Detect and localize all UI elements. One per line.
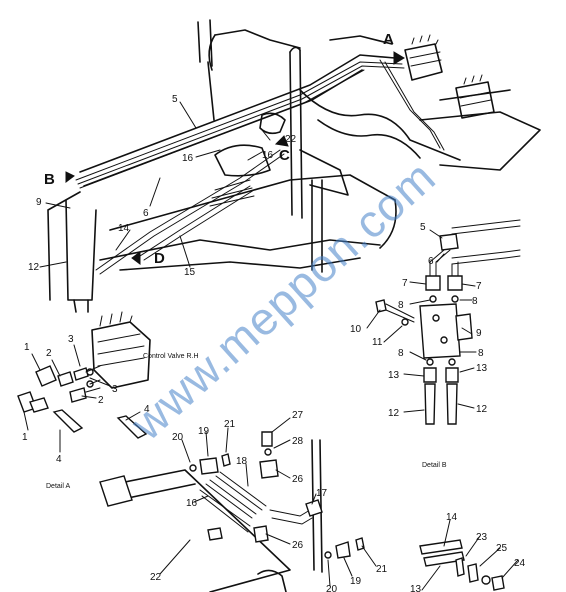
callout-b-10: 10 xyxy=(350,324,362,335)
callout-d-19a: 19 xyxy=(198,426,210,437)
callout-b-13a: 13 xyxy=(388,370,400,381)
callout-12: 12 xyxy=(28,262,40,273)
callout-5: 5 xyxy=(172,94,178,105)
lower-assembly xyxy=(99,417,519,592)
callout-b-8c: 8 xyxy=(398,348,404,359)
callout-d-14: 14 xyxy=(446,512,458,523)
callout-b-8a: 8 xyxy=(398,300,404,311)
callout-a-3b: 3 xyxy=(112,384,118,395)
callout-d-18: 18 xyxy=(236,456,248,467)
captions: Control Valve R.H Detail A Detail B xyxy=(46,353,447,490)
callout-a-3a: 3 xyxy=(68,334,74,345)
callout-a-2b: 2 xyxy=(98,395,104,406)
callout-a-1b: 1 xyxy=(22,432,28,443)
callout-16-b: 16 xyxy=(262,150,274,161)
callout-d-21b: 21 xyxy=(376,564,388,575)
callout-d-25: 25 xyxy=(496,543,508,554)
bottom-callouts: 20 19 21 27 28 18 26 17 16 26 22 20 19 2… xyxy=(150,410,526,592)
control-valve-top xyxy=(404,34,443,81)
view-marker-b: B xyxy=(44,171,55,188)
control-valve-right xyxy=(455,74,495,119)
view-marker-c: C xyxy=(279,147,290,164)
callout-6: 6 xyxy=(143,208,149,219)
callout-d-20a: 20 xyxy=(172,432,184,443)
callout-a-4a: 4 xyxy=(144,404,150,415)
top-callouts: 5 16 16 22 6 9 12 14 15 xyxy=(28,94,297,278)
callout-b-6: 6 xyxy=(428,256,434,267)
callout-16-a: 16 xyxy=(182,153,194,164)
callout-d-20b: 20 xyxy=(326,584,338,592)
callout-d-21a: 21 xyxy=(224,419,236,430)
callout-d-19b: 19 xyxy=(350,576,362,587)
callout-b-8b: 8 xyxy=(472,296,478,307)
callout-d-13: 13 xyxy=(410,584,422,592)
callout-d-16: 16 xyxy=(186,498,198,509)
callout-d-24: 24 xyxy=(514,558,526,569)
callout-d-22: 22 xyxy=(150,572,162,583)
callout-d-26b: 26 xyxy=(292,540,304,551)
detail-a-callouts: 1 2 3 3 2 4 1 4 xyxy=(22,334,150,465)
callout-d-28: 28 xyxy=(292,436,304,447)
callout-b-12b: 12 xyxy=(476,404,488,415)
callout-a-1a: 1 xyxy=(24,342,30,353)
control-valve-rh xyxy=(91,311,151,389)
view-markers: A B C D xyxy=(44,31,394,267)
callout-14: 14 xyxy=(118,223,130,234)
view-marker-d: D xyxy=(154,250,165,267)
detail-a xyxy=(17,311,151,453)
callout-15: 15 xyxy=(184,267,196,278)
callout-a-2a: 2 xyxy=(46,348,52,359)
callout-b-7a: 7 xyxy=(402,278,408,289)
callout-b-11: 11 xyxy=(372,337,383,348)
callout-b-8d: 8 xyxy=(478,348,484,359)
boom-assembly xyxy=(39,19,541,313)
detail-b-callouts: 5 6 7 7 8 8 8 8 9 10 11 13 13 12 12 xyxy=(350,222,488,419)
callout-a-4b: 4 xyxy=(56,454,62,465)
callout-9: 9 xyxy=(36,197,42,208)
callout-b-13b: 13 xyxy=(476,363,488,374)
callout-d-23: 23 xyxy=(476,532,488,543)
callout-b-5: 5 xyxy=(420,222,426,233)
callout-22: 22 xyxy=(285,134,297,145)
callout-b-9: 9 xyxy=(476,328,482,339)
callout-d-27: 27 xyxy=(292,410,304,421)
view-marker-a: A xyxy=(383,31,394,48)
callout-b-7b: 7 xyxy=(476,281,482,292)
caption-detail-b: Detail B xyxy=(422,462,447,469)
callout-b-12a: 12 xyxy=(388,408,400,419)
detail-b xyxy=(366,219,521,425)
caption-control-valve: Control Valve R.H xyxy=(143,353,199,360)
callout-d-17: 17 xyxy=(316,488,328,499)
caption-detail-a: Detail A xyxy=(46,483,70,490)
callout-d-26a: 26 xyxy=(292,474,304,485)
